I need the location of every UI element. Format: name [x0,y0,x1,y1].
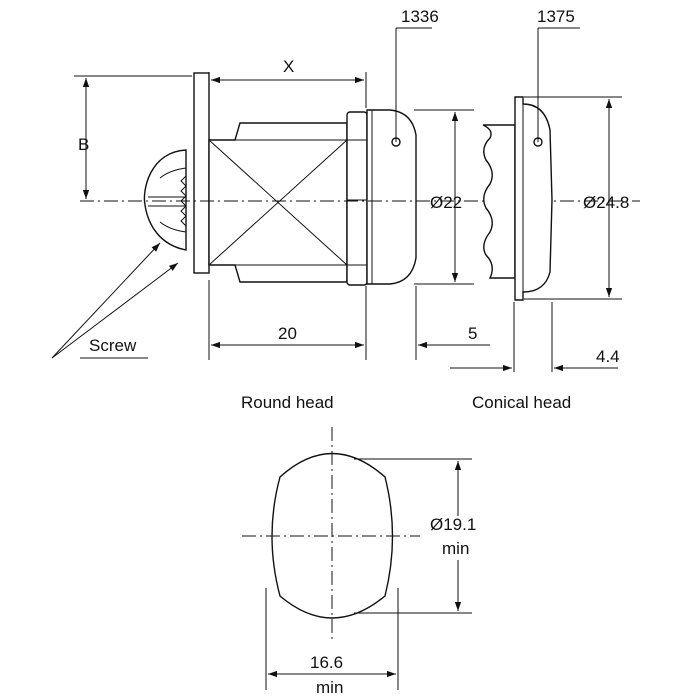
dim-19-1-min-label: min [442,539,469,558]
dim-x-label: X [283,57,294,76]
drawing-labels: 1336 1375 X B Ø22 Ø24.8 Screw 20 5 4.4 R… [78,7,629,697]
lock-side-view [80,27,640,286]
hex-nut [346,111,368,286]
conical-shaft-break [482,124,516,279]
dim-5-label: 5 [468,324,477,343]
part-number-1375: 1375 [537,7,575,26]
cam-front-view [242,427,472,690]
conical-head-side-view [482,27,580,301]
dim-4-4-label: 4.4 [596,347,620,366]
dim-16-6-min-label: min [316,678,343,697]
dim-22-label: Ø22 [430,193,462,212]
screw-label: Screw [89,336,137,355]
dim-20-label: 20 [278,324,297,343]
dim-16-6-label: 16.6 [310,653,343,672]
screw-head [143,149,187,251]
conical-head-label: Conical head [472,393,571,412]
dim-b-label: B [78,135,89,154]
front-flange [193,72,210,274]
dim-19-1-label: Ø19.1 [430,515,476,534]
round-head-label: Round head [241,393,334,412]
dimension-lines [51,72,622,372]
dim-24-8-label: Ø24.8 [583,193,629,212]
part-number-1336: 1336 [401,7,439,26]
round-head-cam [366,109,417,285]
conical-head [514,96,553,301]
